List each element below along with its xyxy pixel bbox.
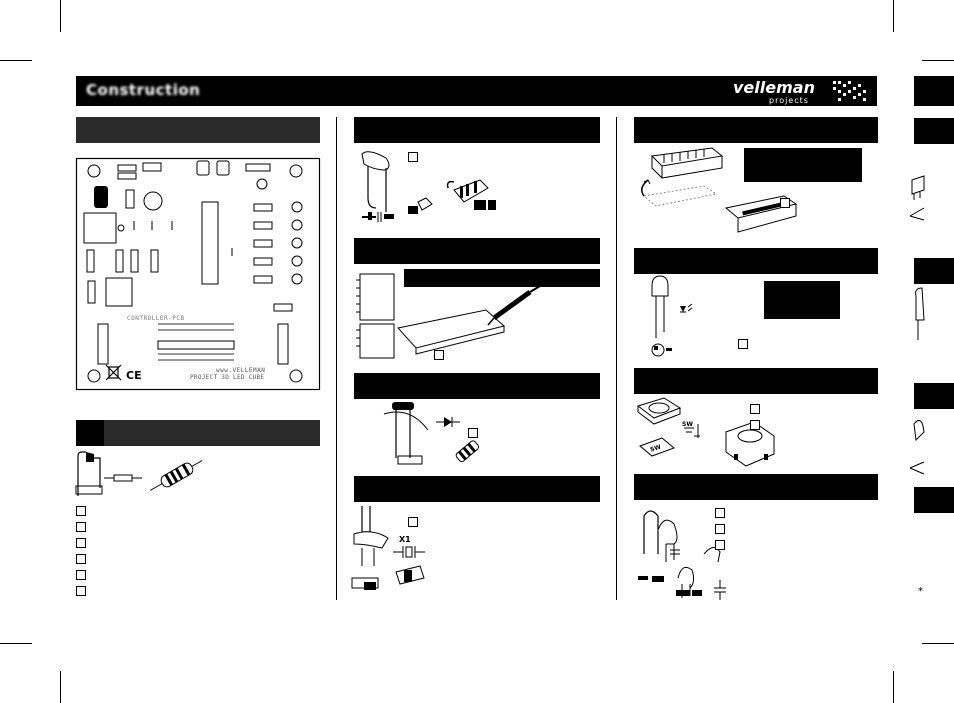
column-divider xyxy=(336,117,337,600)
next-page-bar-fragment xyxy=(914,118,954,144)
checkbox[interactable] xyxy=(408,152,418,162)
checkbox[interactable] xyxy=(750,420,760,430)
crop-mark xyxy=(0,60,32,61)
crystal-symbol: X1 xyxy=(393,535,425,558)
next-page-bar-fragment xyxy=(914,487,954,513)
checkbox[interactable] xyxy=(715,524,725,534)
column-divider xyxy=(616,117,617,600)
pushbutton-illustration: SW SW xyxy=(636,397,776,467)
section-header-bar xyxy=(634,248,878,274)
next-page-bar-fragment xyxy=(914,383,954,409)
checkbox[interactable] xyxy=(434,350,444,360)
section-header-bar xyxy=(354,238,600,264)
checkbox[interactable] xyxy=(76,506,86,516)
ic-socket-illustration xyxy=(641,147,798,233)
crop-mark xyxy=(893,0,894,32)
crystal-ref-label: X1 xyxy=(399,535,411,544)
section-header-bar xyxy=(634,117,878,143)
next-page-bar-fragment xyxy=(914,258,954,284)
next-page-header-fragment xyxy=(914,76,954,106)
section-header-bar xyxy=(634,368,878,394)
ic-socket-soldering-illustration xyxy=(356,273,551,359)
checkbox[interactable] xyxy=(715,508,725,518)
sub-header-bar xyxy=(404,269,600,287)
checkbox[interactable] xyxy=(76,522,86,532)
pcb-layout-illustration: CONTROLLER-PCB www.VELLEMAN PROJECT 3D L… xyxy=(75,157,321,391)
crop-mark xyxy=(0,643,32,644)
footnote-asterisk: * xyxy=(918,586,923,597)
next-page-illustration-fragment: * xyxy=(909,175,925,597)
capacitor-illustration xyxy=(361,151,496,222)
checkbox[interactable] xyxy=(76,586,86,596)
notice-box xyxy=(744,148,862,182)
pcb-project-label: PROJECT 3D LED CUBE xyxy=(190,374,264,381)
checkbox[interactable] xyxy=(780,198,790,208)
brand-sub: projects xyxy=(769,96,809,105)
notice-box xyxy=(764,281,840,319)
checkbox[interactable] xyxy=(738,339,748,349)
section-header-bar xyxy=(76,117,320,143)
velleman-logo: velleman projects xyxy=(731,78,871,105)
page-header: Construction velleman projects xyxy=(76,76,877,106)
checkbox[interactable] xyxy=(76,538,86,548)
crystal-illustration xyxy=(351,506,425,590)
crop-mark xyxy=(60,0,61,32)
page-title: Construction xyxy=(86,81,201,99)
checkbox[interactable] xyxy=(750,404,760,414)
ce-mark-icon: CE xyxy=(126,369,142,382)
section-header-bar xyxy=(104,420,320,446)
led-illustration xyxy=(651,275,693,357)
crop-mark xyxy=(60,671,61,703)
section-header-bar xyxy=(354,476,600,502)
crop-mark xyxy=(922,60,954,61)
checkbox[interactable] xyxy=(408,517,418,527)
section-header-bar xyxy=(354,373,600,399)
step-number-block xyxy=(76,420,104,446)
switch-symbol-label: SW xyxy=(682,421,693,428)
crop-mark xyxy=(893,671,894,703)
pcb-board-label: CONTROLLER-PCB xyxy=(127,315,185,322)
crop-mark xyxy=(922,643,954,644)
ceramic-capacitor-illustration xyxy=(638,510,726,600)
checkbox[interactable] xyxy=(76,554,86,564)
section-header-bar xyxy=(354,117,600,143)
weee-icon xyxy=(105,364,122,381)
checkbox[interactable] xyxy=(76,570,86,580)
section-header-bar xyxy=(634,474,878,500)
checkbox[interactable] xyxy=(715,540,725,550)
brand-name: velleman xyxy=(733,78,815,97)
pcb-site-label: www.VELLEMAN xyxy=(216,367,265,374)
checkbox[interactable] xyxy=(468,428,478,438)
switch-pcb-label: SW xyxy=(649,444,662,454)
diode-illustration xyxy=(383,402,480,465)
resistor-illustration xyxy=(75,451,203,496)
